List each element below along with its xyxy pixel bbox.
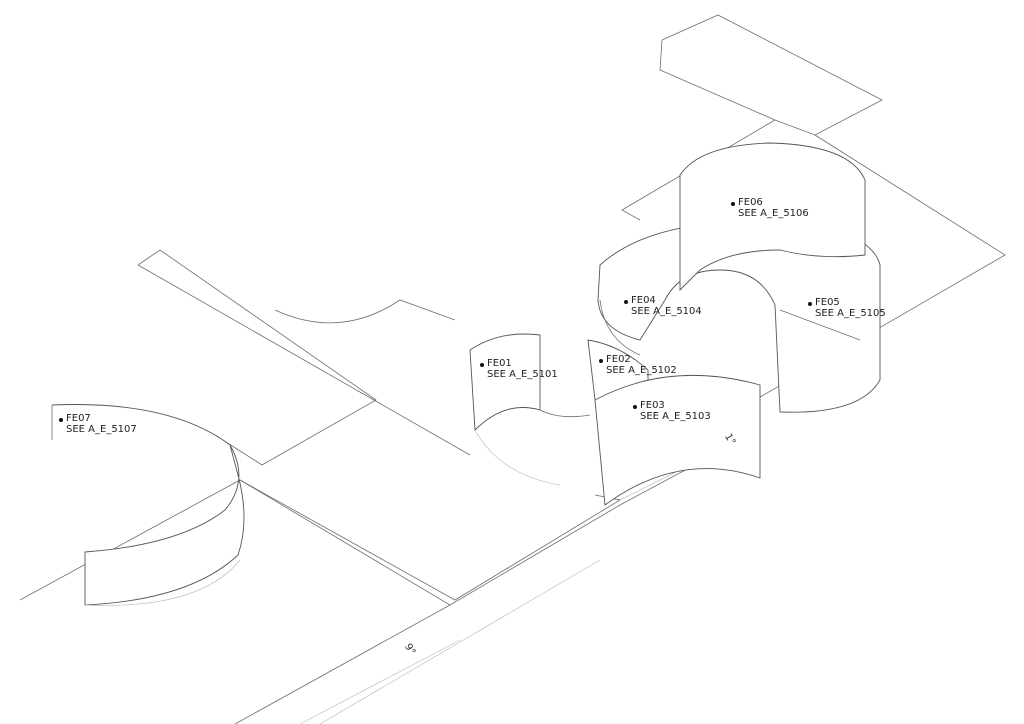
marker-dot-icon bbox=[624, 300, 628, 304]
marker-dot-icon bbox=[633, 405, 637, 409]
tag-id: FE06 bbox=[738, 197, 763, 208]
tag-id: FE03 bbox=[640, 400, 665, 411]
marker-dot-icon bbox=[731, 202, 735, 206]
tag-ref: SEE A_E_5103 bbox=[640, 411, 711, 422]
tag-id: FE05 bbox=[815, 297, 840, 308]
marker-dot-icon bbox=[599, 359, 603, 363]
tag-id: FE07 bbox=[66, 413, 91, 424]
tag-ref: SEE A_E_5104 bbox=[631, 306, 702, 317]
tag-ref: SEE A_E_5101 bbox=[487, 369, 558, 380]
tag-id: FE01 bbox=[487, 358, 512, 369]
marker-dot-icon bbox=[480, 363, 484, 367]
marker-dot-icon bbox=[808, 302, 812, 306]
tag-ref: SEE A_E_5106 bbox=[738, 208, 809, 219]
tag-id: FE04 bbox=[631, 295, 656, 306]
tag-ref: SEE A_E_5105 bbox=[815, 308, 886, 319]
tag-id: FE02 bbox=[606, 354, 631, 365]
tag-ref: SEE A_E_5107 bbox=[66, 424, 137, 435]
marker-dot-icon bbox=[59, 418, 63, 422]
tag-ref: SEE A_E_5102 bbox=[606, 365, 677, 376]
